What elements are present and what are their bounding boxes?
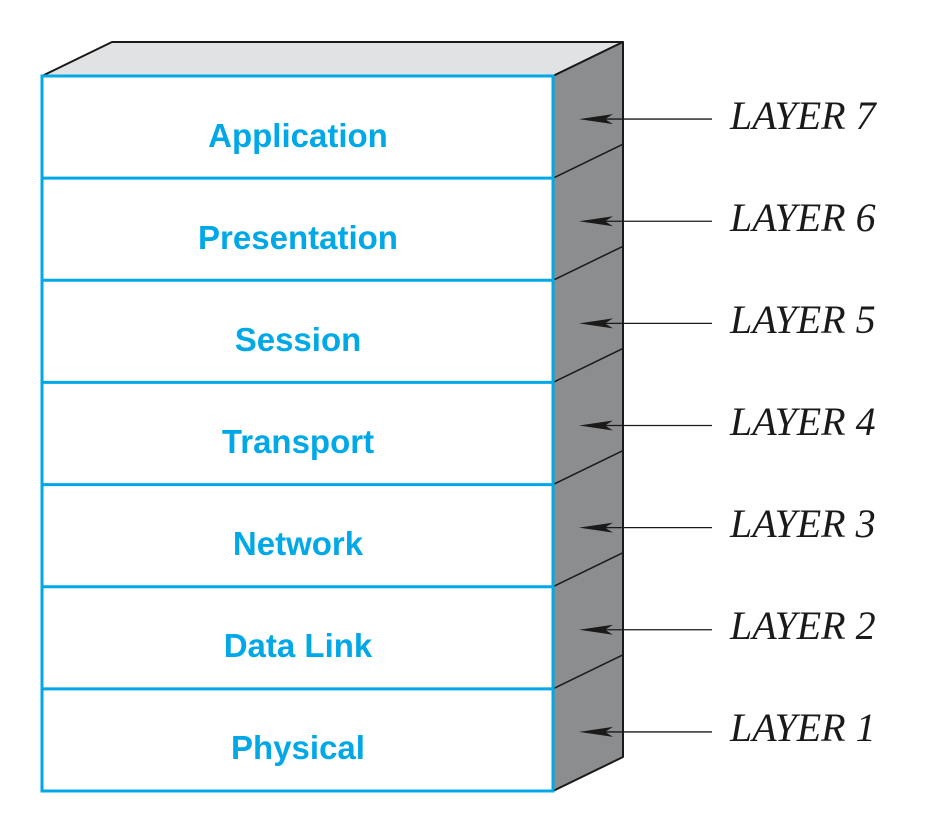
- layer-number-1: LAYER 1: [729, 705, 876, 750]
- side-divider-line: [552, 654, 624, 690]
- layer-name-data-link: Data Link: [224, 627, 373, 664]
- stack-top-face: [41, 41, 624, 77]
- side-divider-line: [552, 143, 624, 179]
- arrow-head: [579, 726, 613, 737]
- layer-name-presentation: Presentation: [198, 219, 398, 256]
- arrow-head: [579, 420, 613, 431]
- layer-name-session: Session: [235, 321, 362, 358]
- layer-number-6: LAYER 6: [729, 195, 876, 240]
- layer-name-transport: Transport: [222, 423, 374, 460]
- layer-number-3: LAYER 3: [729, 501, 876, 546]
- arrow-head: [579, 318, 613, 329]
- layer-name-application: Application: [208, 117, 388, 154]
- front-face-dividers: [42, 176, 553, 691]
- arrow-head: [579, 624, 613, 635]
- layer-name-network: Network: [233, 525, 364, 562]
- stack-side-face: [552, 41, 624, 792]
- side-divider-line: [552, 347, 624, 384]
- layer-number-5: LAYER 5: [729, 297, 876, 342]
- layer-number-4: LAYER 4: [729, 399, 876, 444]
- layer-arrows: [579, 114, 712, 737]
- side-divider-line: [552, 552, 624, 588]
- layer-number-labels: LAYER 7 LAYER 6 LAYER 5 LAYER 4 LAYER 3 …: [729, 93, 878, 750]
- layer-names: Application Presentation Session Transpo…: [198, 117, 398, 766]
- side-divider-line: [552, 449, 624, 486]
- arrow-head: [579, 522, 613, 533]
- layer-number-7: LAYER 7: [729, 93, 878, 138]
- side-face-dividers: [552, 143, 624, 690]
- arrow-head: [579, 216, 613, 227]
- side-divider-line: [552, 245, 624, 281]
- layer-number-2: LAYER 2: [729, 603, 876, 648]
- stack-front-face: [40, 74, 555, 793]
- arrow-head: [579, 114, 613, 125]
- layer-name-physical: Physical: [231, 729, 365, 766]
